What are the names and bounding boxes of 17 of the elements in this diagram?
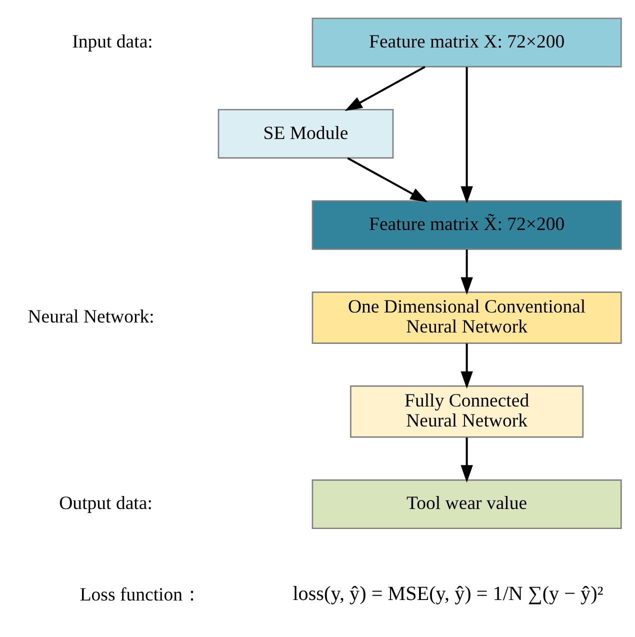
label: loss(y, ŷ) = MSE(y, ŷ) = 1/N ∑(y − ŷ)² [292, 582, 604, 605]
label: Loss function： [80, 584, 202, 605]
node-box: One Dimensional Conventional Neural Network [312, 291, 622, 344]
label: Output data: [59, 492, 152, 514]
arrow [347, 156, 428, 202]
arrow [460, 66, 473, 204]
node-box: Fully Connected Neural Network [350, 384, 584, 438]
arrow [460, 342, 473, 388]
label: Input data: [72, 30, 153, 52]
arrow [460, 437, 473, 482]
node-box: Tool wear value [312, 478, 622, 529]
node-box: Feature matrix X: 72×200 [312, 17, 622, 67]
node-box: SE Module [218, 108, 394, 158]
label: Neural Network: [28, 306, 154, 328]
node-box: Feature matrix X̃: 72×200 [312, 200, 622, 250]
arrow [460, 249, 473, 294]
arrow [344, 66, 426, 110]
